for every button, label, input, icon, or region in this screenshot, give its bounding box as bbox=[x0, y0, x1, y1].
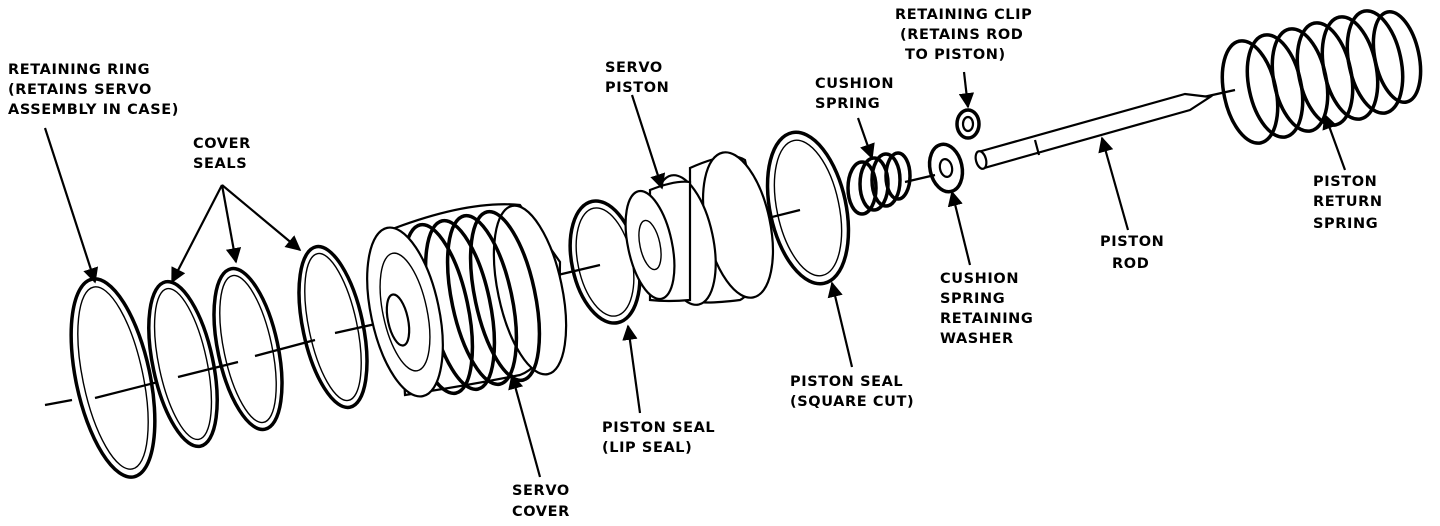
leader-cover-seal-3 bbox=[221, 184, 302, 251]
retaining-ring bbox=[69, 277, 157, 479]
cover-seal-2 bbox=[212, 266, 284, 432]
piston-seal-square bbox=[765, 130, 851, 286]
label-servo-cover: SERVO COVER bbox=[512, 483, 575, 520]
leader-cushion-washer bbox=[947, 190, 972, 266]
leader-lines bbox=[43, 71, 1347, 478]
leader-servo-piston bbox=[630, 94, 666, 190]
leader-retaining-ring bbox=[43, 127, 99, 284]
leader-piston-rod bbox=[1098, 136, 1130, 231]
label-retaining-clip: RETAINING CLIP (RETAINS ROD TO PISTON) bbox=[895, 7, 1038, 63]
servo-cover bbox=[366, 203, 568, 398]
labels: RETAINING RING (RETAINS SERVO ASSEMBLY I… bbox=[8, 7, 1388, 520]
label-piston-return-spring: PISTON RETURN SPRING bbox=[1313, 174, 1388, 232]
cushion-spring-washer bbox=[927, 142, 965, 194]
leader-servo-cover bbox=[508, 373, 542, 478]
label-cushion-spring-washer: CUSHION SPRING RETAINING WASHER bbox=[940, 271, 1039, 347]
retaining-clip bbox=[955, 108, 981, 140]
label-piston-rod: PISTON ROD bbox=[1100, 234, 1170, 272]
servo-piston bbox=[624, 151, 774, 306]
label-piston-seal-lip: PISTON SEAL (LIP SEAL) bbox=[602, 420, 721, 456]
leader-piston-seal-lip bbox=[622, 324, 642, 414]
cushion-spring bbox=[846, 151, 912, 216]
label-servo-piston: SERVO PISTON bbox=[605, 60, 669, 96]
leader-piston-seal-square bbox=[827, 281, 854, 368]
cover-seal-1 bbox=[147, 279, 219, 449]
piston-return-spring bbox=[1220, 9, 1423, 145]
leader-return-spring bbox=[1322, 113, 1347, 171]
piston-rod bbox=[974, 92, 1214, 170]
leader-cover-seal-2 bbox=[220, 184, 242, 264]
label-cushion-spring: CUSHION SPRING bbox=[815, 76, 900, 112]
label-cover-seals: COVER SEALS bbox=[193, 136, 257, 172]
label-piston-seal-square: PISTON SEAL (SQUARE CUT) bbox=[790, 374, 914, 410]
label-retaining-ring: RETAINING RING (RETAINS SERVO ASSEMBLY I… bbox=[8, 62, 179, 118]
leader-retaining-clip bbox=[958, 71, 975, 109]
cover-seal-3 bbox=[297, 244, 369, 410]
leader-cushion-spring bbox=[856, 117, 875, 160]
leader-cover-seal-1 bbox=[171, 184, 223, 284]
